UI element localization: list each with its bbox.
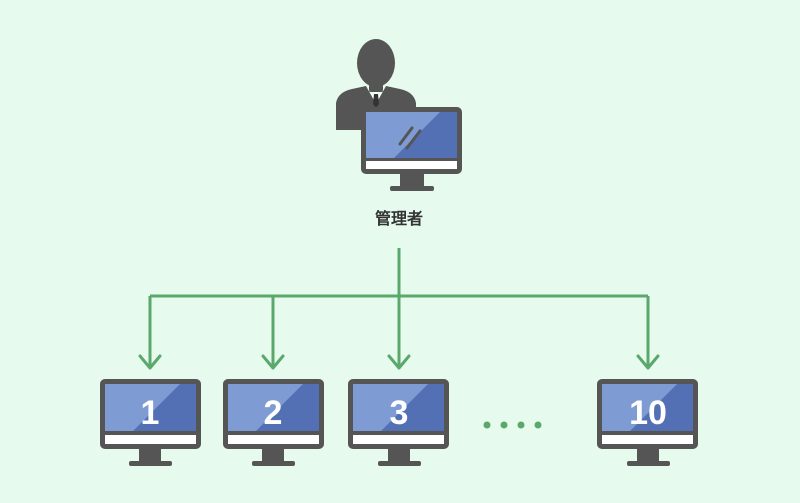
arrowhead-1 bbox=[138, 354, 162, 370]
admin-label: 管理者 bbox=[375, 209, 423, 228]
client-label-1: 1 bbox=[141, 394, 160, 432]
admin-monitor bbox=[361, 107, 462, 191]
client-monitor-3: 3 bbox=[348, 379, 449, 466]
client-monitor-1: 1 bbox=[100, 379, 201, 466]
ellipsis-dots bbox=[483, 421, 542, 429]
client-monitor-10: 10 bbox=[597, 379, 698, 466]
arrowheads bbox=[138, 354, 660, 370]
client-label-3: 3 bbox=[390, 394, 409, 432]
client-label-10: 10 bbox=[629, 394, 667, 432]
arrowhead-2 bbox=[261, 354, 285, 370]
screen-glare-icon bbox=[398, 126, 422, 150]
client-monitor-2: 2 bbox=[223, 379, 324, 466]
client-label-2: 2 bbox=[264, 394, 283, 432]
arrowhead-3 bbox=[387, 354, 411, 370]
connection-lines bbox=[148, 248, 650, 368]
arrowhead-10 bbox=[636, 354, 660, 370]
